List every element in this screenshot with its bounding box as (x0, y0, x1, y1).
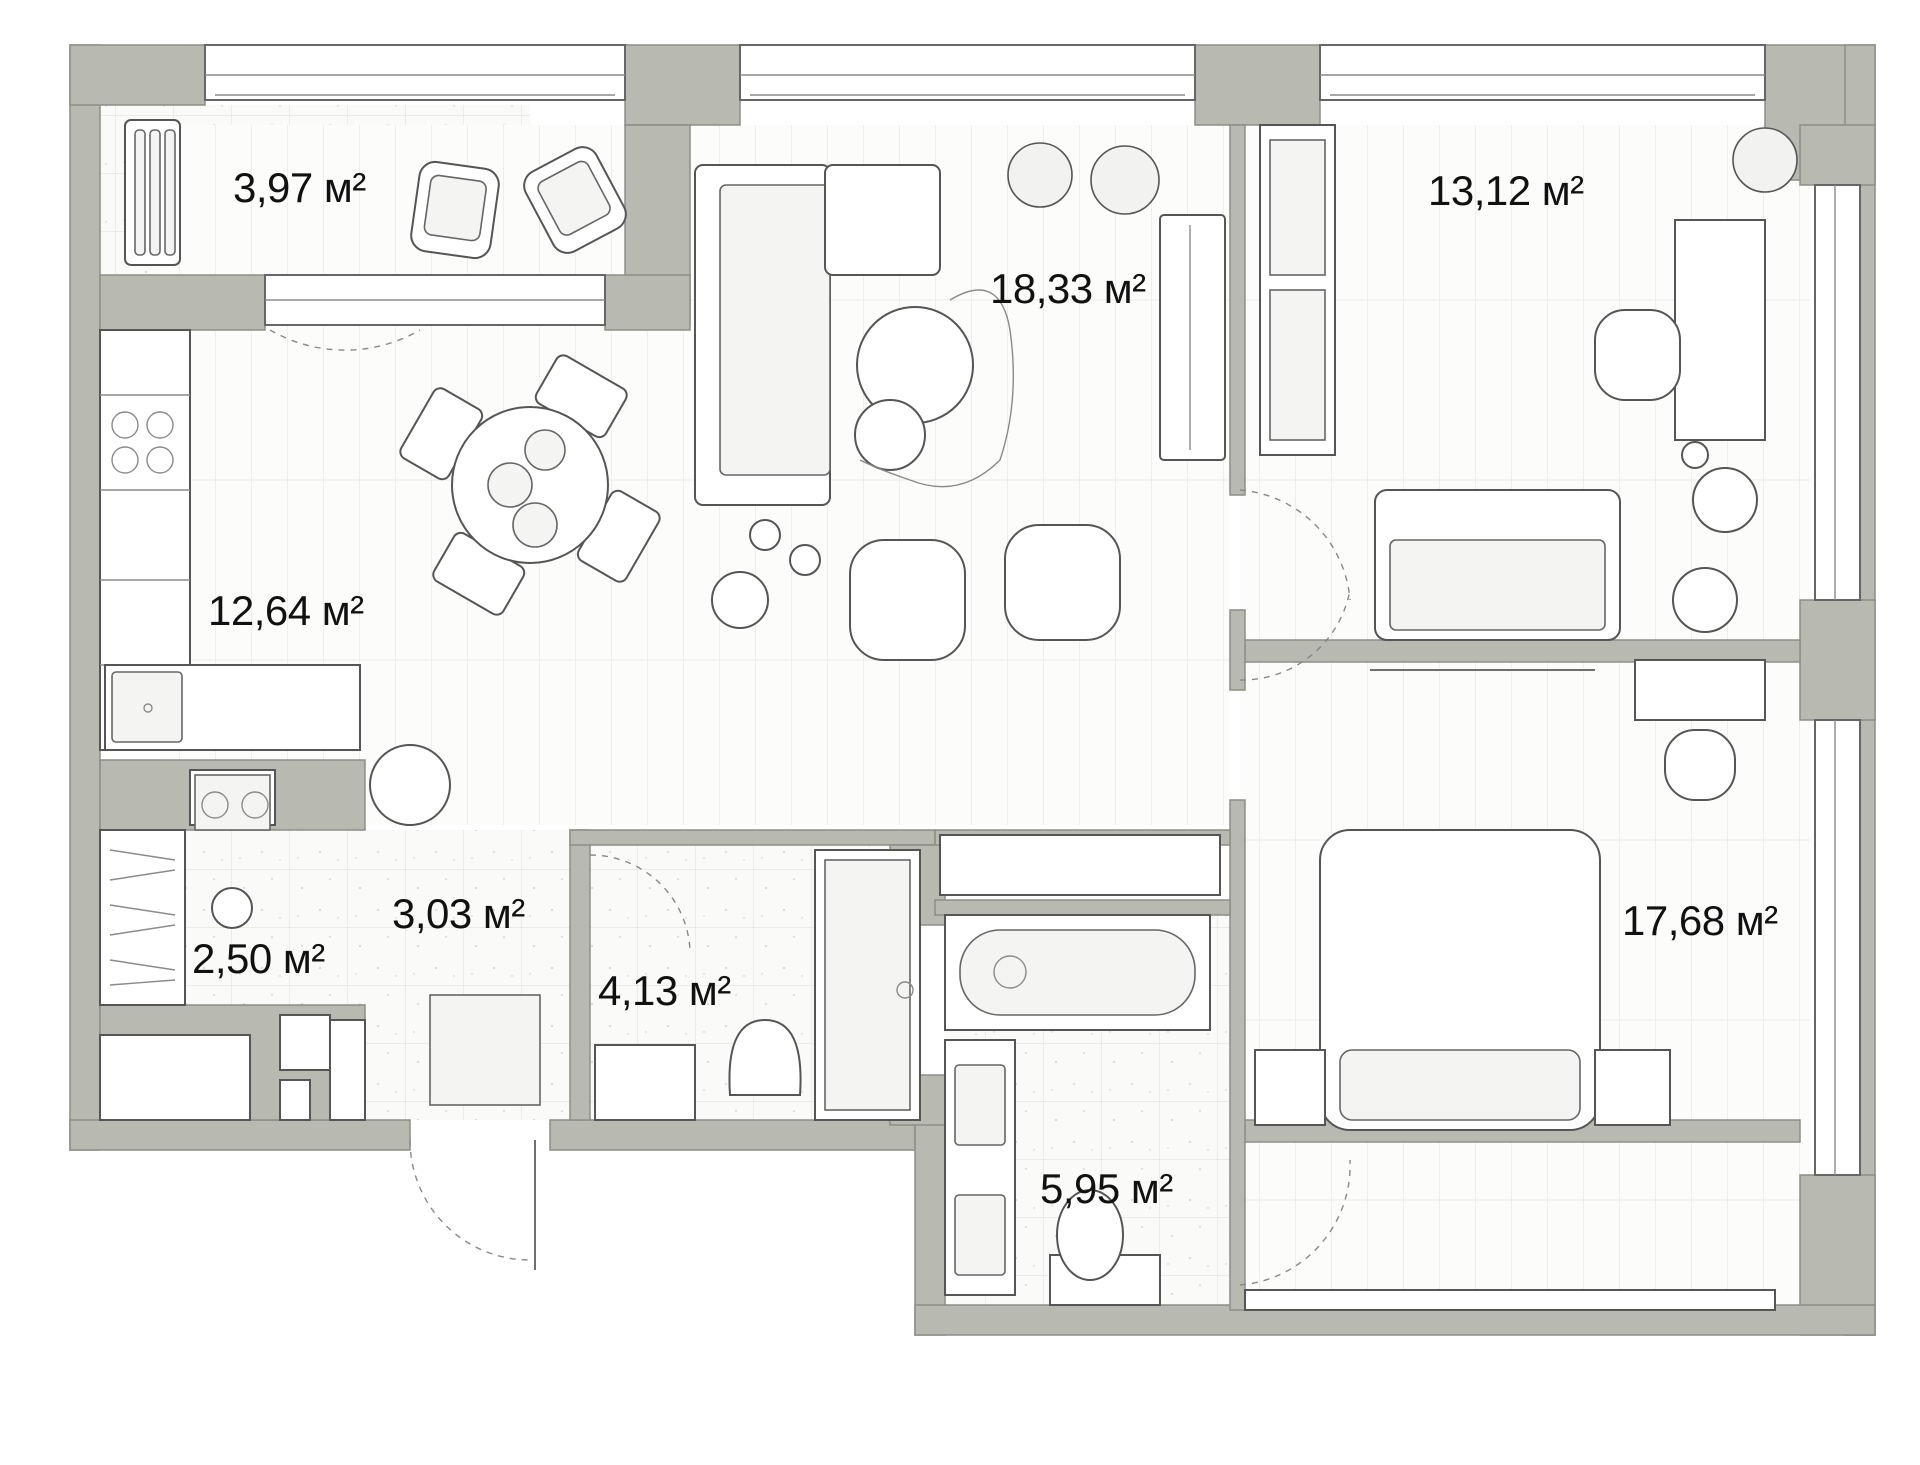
area-label-shower-room: 4,13 м² (598, 967, 731, 1014)
area-label-bathroom: 5,95 м² (1040, 1165, 1173, 1212)
storage-furniture (99, 829, 331, 1121)
windows (204, 44, 1861, 1176)
balcony-furniture (124, 119, 627, 266)
area-label-balcony: 3,97 м² (233, 164, 366, 211)
bathroom-furniture (944, 914, 1211, 1306)
shower-room-furniture (594, 849, 921, 1121)
area-label-storage: 2,50 м² (192, 935, 325, 982)
area-label-hall: 3,03 м² (392, 890, 525, 937)
bedroom1-furniture (1259, 124, 1798, 671)
door-swings (269, 329, 1351, 1286)
living-furniture (694, 142, 1226, 661)
area-label-bedroom-2: 17,68 м² (1622, 897, 1778, 944)
area-label-kitchen: 12,64 м² (208, 587, 364, 634)
hall-furniture (329, 994, 541, 1121)
area-label-living: 18,33 м² (990, 265, 1146, 312)
kitchen-furniture (99, 329, 661, 831)
area-label-bedroom-1: 13,12 м² (1428, 167, 1584, 214)
